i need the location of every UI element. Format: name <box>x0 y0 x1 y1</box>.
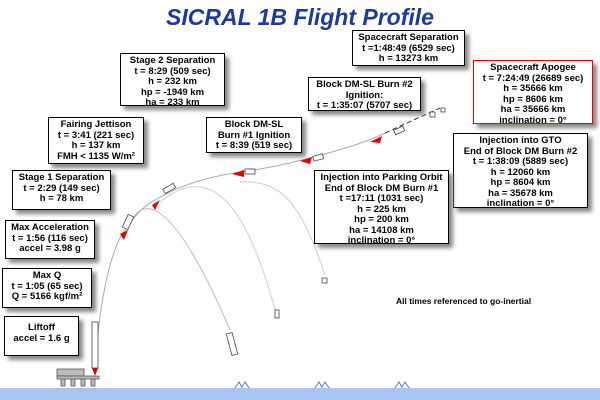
time: t =1:48:49 (6529 sec) <box>362 42 455 54</box>
launch-pad-icon <box>56 368 100 387</box>
time: t = 8:29 (509 sec) <box>134 65 211 77</box>
altitude: h = 225 km <box>357 203 406 215</box>
heat-flux: FMH < 1135 W/m² <box>57 150 135 162</box>
acceleration: accel = 1.6 g <box>13 332 70 344</box>
time: t = 3:41 (221 sec) <box>57 129 135 141</box>
time: t =17:11 (1031 sec) <box>339 193 424 204</box>
label2: Burn #1 Ignition <box>217 129 291 141</box>
time: t = 1:56 (116 sec) <box>12 232 88 244</box>
label: Block DM-SL Burn #2 <box>316 79 413 90</box>
label2: End of Block DM Burn #2 <box>463 145 578 157</box>
label: Liftoff <box>28 322 55 333</box>
rocket-icons <box>91 107 446 369</box>
label: Injection into Parking Orbit <box>320 172 443 183</box>
perigee: hp = 8604 km <box>490 177 551 188</box>
time: t = 2:29 (149 sec) <box>23 182 100 194</box>
ascent-trajectory <box>94 132 386 366</box>
altitude: h = 35666 km <box>503 83 563 94</box>
inclination: inclination = 0° <box>486 198 555 209</box>
apogee: ha = 233 km <box>145 97 200 108</box>
label2: End of Block DM Burn #1 <box>324 182 439 194</box>
label: Stage 2 Separation <box>129 55 216 66</box>
apogee: ha = 35666 km <box>500 104 566 115</box>
apogee: ha = 14108 km <box>349 224 414 236</box>
altitude: h = 232 km <box>148 76 197 87</box>
label: Spacecraft Apogee <box>490 62 576 73</box>
altitude: h = 13273 km <box>378 53 439 64</box>
altitude: h = 137 km <box>71 140 121 151</box>
inclination: inclination = 0° <box>347 235 416 246</box>
fairing-fall-trajectory <box>159 186 276 311</box>
time: t = 8:39 (519 sec) <box>215 140 293 151</box>
label2: Ignition: <box>345 89 384 101</box>
perigee: hp = 8606 km <box>503 93 563 105</box>
label: Block DM-SL <box>224 119 284 130</box>
splash-icons <box>234 381 410 389</box>
time: t = 1:38:09 (5889 sec) <box>472 156 569 167</box>
stage1-fall-trajectory <box>127 208 231 331</box>
label: Injection into GTO <box>479 135 562 146</box>
altitude: h = 78 km <box>39 193 84 204</box>
label: Stage 1 Separation <box>18 172 105 183</box>
inclination: inclination = 0° <box>499 114 567 126</box>
label: Spacecraft Separation <box>358 32 459 43</box>
perigee: hp = 200 km <box>354 214 409 225</box>
stage-markers <box>92 136 382 376</box>
perigee: hp = -1949 km <box>140 86 205 98</box>
time: t = 1:35:07 (5707 sec) <box>316 100 413 111</box>
stage2-fall-trajectory <box>239 181 326 276</box>
dynamic-pressure: Q = 5166 kgf/m² <box>11 291 83 302</box>
time: t = 1:05 (65 sec) <box>11 280 83 292</box>
label: Max Q <box>32 270 62 281</box>
time: t = 7:24:49 (26689 sec) <box>482 72 584 84</box>
label: Fairing Jettison <box>60 119 132 130</box>
acceleration: accel = 3.98 g <box>19 243 81 254</box>
label: Max Acceleration <box>11 222 89 233</box>
altitude: h = 12060 km <box>490 166 551 178</box>
time-reference-note: All times referenced to go-inertial <box>396 296 532 306</box>
ground <box>0 388 600 400</box>
page-title: SICRAL 1B Flight Profile <box>166 4 434 30</box>
apogee: ha = 35678 km <box>488 187 553 199</box>
